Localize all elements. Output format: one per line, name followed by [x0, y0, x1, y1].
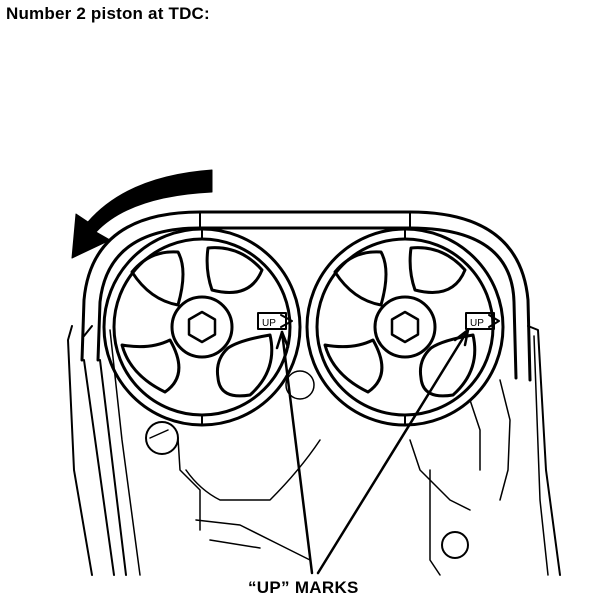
right-up-mark: UP: [470, 318, 484, 329]
engine-housing: [67, 325, 561, 576]
right-camshaft-pulley: [305, 227, 505, 427]
rotation-arrow-icon: [71, 169, 213, 259]
timing-belt: [80, 210, 532, 576]
left-camshaft-pulley: [102, 227, 302, 427]
diagram-title: Number 2 piston at TDC:: [6, 4, 210, 23]
callout-leader-lines: [275, 328, 470, 575]
left-up-mark: UP: [262, 318, 276, 329]
up-marks-label: “UP” MARKS: [248, 578, 359, 597]
